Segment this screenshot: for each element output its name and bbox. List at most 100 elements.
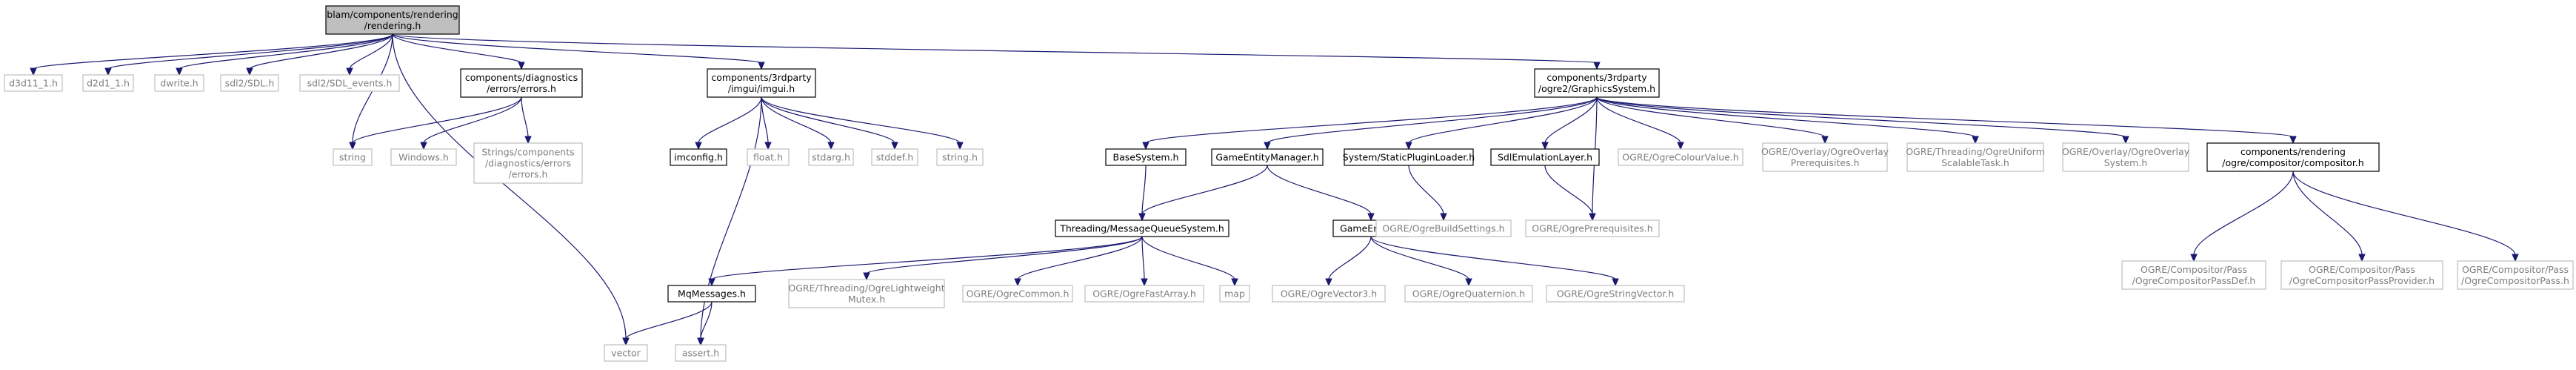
node-label: map — [1224, 288, 1245, 300]
node-box — [2280, 260, 2443, 290]
node-label: /OgreCompositorPassProvider.h — [2289, 275, 2435, 286]
node-label: Threading/MessageQueueSystem.h — [1059, 223, 1224, 234]
edge-mqmessages-to-vector — [622, 301, 713, 346]
edge-errors-to-strings_errors — [521, 96, 532, 145]
edge-graphics-to-overlay_sys — [1596, 96, 2129, 145]
node-graphics[interactable]: components/3rdparty/ogre2/GraphicsSystem… — [1534, 68, 1660, 98]
node-rendering[interactable]: blam/components/rendering/rendering.h — [325, 5, 460, 35]
edge-arrowhead — [863, 272, 870, 281]
edge-imgui-to-float — [761, 96, 772, 151]
edge-arrowhead — [1264, 142, 1271, 151]
edge-errors-to-windows — [420, 96, 522, 151]
node-stddef: stddef.h — [871, 148, 918, 166]
node-spl[interactable]: System/StaticPluginLoader.h — [1343, 148, 1475, 166]
node-compositor[interactable]: components/rendering/ogre/compositor/com… — [2206, 142, 2380, 172]
edge-arrowhead — [1142, 142, 1149, 151]
node-mqs[interactable]: Threading/MessageQueueSystem.h — [1055, 219, 1229, 237]
edge-arrowhead — [104, 67, 112, 76]
node-label: Strings/components — [481, 147, 574, 158]
node-box — [788, 279, 945, 308]
node-box — [962, 285, 1073, 303]
edge-rendering-to-dwrite — [176, 33, 393, 76]
node-passprov: OGRE/Compositor/Pass/OgreCompositorPassP… — [2280, 260, 2443, 290]
node-imgui[interactable]: components/3rdparty/imgui/imgui.h — [707, 68, 816, 98]
edge-arrowhead — [1541, 142, 1549, 151]
node-label: /diagnostics/errors — [485, 158, 571, 169]
node-gem[interactable]: GameEntityManager.h — [1211, 148, 1324, 166]
edge-arrowhead — [1367, 213, 1375, 222]
node-d2d1: d2d1_1.h — [82, 74, 134, 92]
edge-arrowhead — [1325, 278, 1332, 287]
node-box — [473, 142, 583, 184]
edge-arrowhead — [1440, 213, 1447, 222]
node-label: sdl2/SDL.h — [225, 78, 275, 89]
node-box — [1055, 219, 1229, 237]
edge-gem-to-gameentity — [1267, 165, 1375, 222]
node-label: /OgreCompositorPassDef.h — [2132, 275, 2256, 286]
node-float: float.h — [747, 148, 790, 166]
node-label: assert.h — [682, 348, 719, 359]
node-box — [1906, 142, 2044, 172]
edge-arrowhead — [697, 337, 704, 346]
node-mqmessages[interactable]: MqMessages.h — [667, 285, 756, 303]
node-imconfig[interactable]: imconfig.h — [670, 148, 727, 166]
node-box — [1404, 285, 1533, 303]
node-box — [1211, 148, 1324, 166]
edge-gameentity-to-quaternion — [1370, 236, 1472, 287]
node-vector: vector — [604, 344, 648, 362]
node-strings_errors: Strings/components/diagnostics/errors/er… — [473, 142, 583, 184]
node-label: SdlEmulationLayer.h — [1498, 152, 1592, 163]
edge-arrowhead — [2358, 254, 2366, 262]
node-label: Windows.h — [398, 152, 449, 163]
node-label: components/3rdparty — [711, 72, 812, 83]
node-colourvalue: OGRE/OgreColourValue.h — [1618, 148, 1744, 166]
edge-arrowhead — [2190, 254, 2198, 262]
edge-graphics-to-uniform — [1596, 96, 1979, 145]
edge-arrowhead — [764, 142, 772, 151]
node-box — [2457, 260, 2574, 290]
node-box — [2206, 142, 2380, 172]
node-box — [675, 344, 727, 362]
node-label: sdl2/SDL_events.h — [307, 78, 393, 89]
edge-basesystem-to-mqs — [1138, 165, 1147, 222]
edge-rendering-to-d3d11 — [30, 33, 393, 76]
edge-arrowhead — [1014, 278, 1021, 287]
node-box — [604, 344, 648, 362]
edge-errors-to-string — [349, 96, 522, 151]
edge-rendering-to-errors — [392, 33, 525, 70]
node-label: /OgreCompositorPass.h — [2461, 275, 2569, 286]
node-sdlemu[interactable]: SdlEmulationLayer.h — [1490, 148, 1600, 166]
node-label: OGRE/Threading/OgreUniform — [1906, 146, 2045, 157]
edge-arrowhead — [1589, 213, 1596, 222]
node-box — [1546, 285, 1685, 303]
node-label: OGRE/Compositor/Pass — [2462, 264, 2569, 275]
node-ogreprereq: OGRE/OgrePrerequisites.h — [1525, 219, 1660, 237]
edge-gem-to-mqs — [1138, 165, 1268, 222]
node-label: OGRE/OgreBuildSettings.h — [1382, 223, 1504, 234]
node-label: ScalableTask.h — [1941, 157, 2009, 168]
node-box — [82, 74, 134, 92]
edge-graphics-to-basesystem — [1142, 96, 1598, 151]
node-label: /ogre/compositor/compositor.h — [2222, 157, 2363, 168]
node-sdl: sdl2/SDL.h — [220, 74, 279, 92]
node-errors[interactable]: components/diagnostics/errors/errors.h — [460, 68, 583, 98]
node-box — [1375, 219, 1512, 237]
edge-gameentity-to-vector3 — [1325, 236, 1372, 287]
edge-imgui-to-stddef — [761, 96, 898, 151]
node-box — [1272, 285, 1386, 303]
node-basesystem[interactable]: BaseSystem.h — [1105, 148, 1187, 166]
node-label: System.h — [2104, 157, 2148, 168]
node-stdarg: stdarg.h — [808, 148, 854, 166]
node-label: /errors/errors.h — [487, 83, 556, 94]
node-label: components/rendering — [2240, 146, 2346, 157]
edge-compositor-to-passdef — [2190, 171, 2294, 262]
node-assert: assert.h — [675, 344, 727, 362]
node-fastarray: OGRE/OgreFastArray.h — [1084, 285, 1204, 303]
node-box — [2062, 142, 2189, 172]
edge-graphics-to-gem — [1264, 96, 1598, 151]
